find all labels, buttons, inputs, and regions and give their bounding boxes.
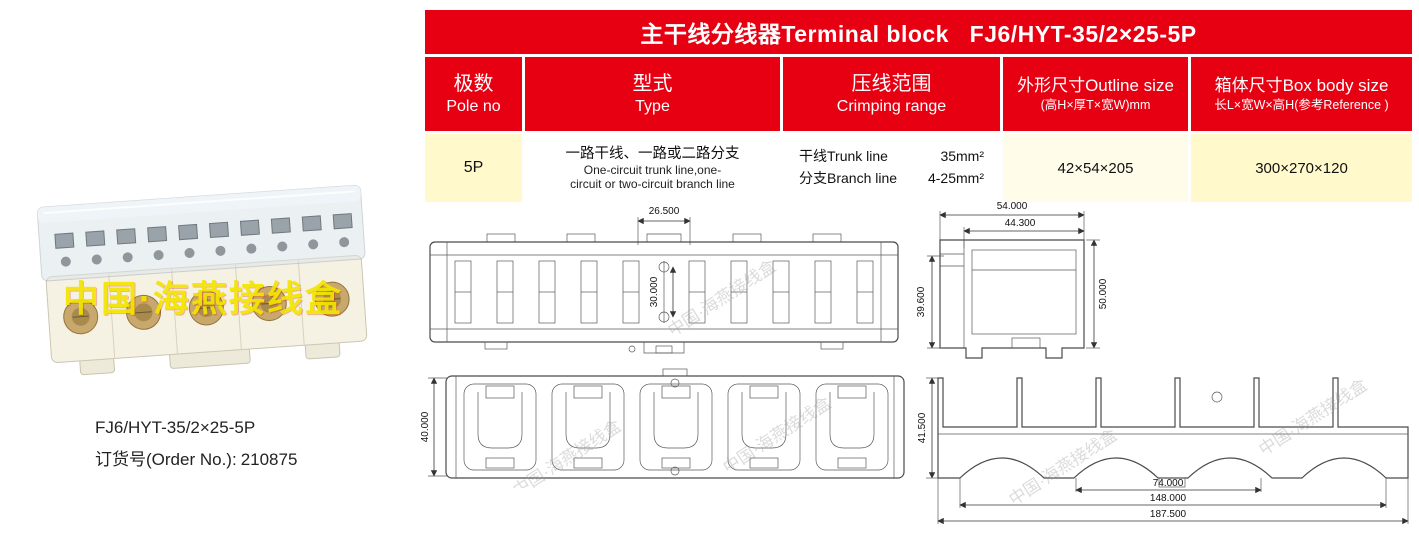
dim-side-outer-width-lines [939,211,1085,240]
photo-watermark: 中国·海燕接线盒 [63,278,343,319]
brass-screws [63,281,350,335]
col-header-pole-no: 极数 Pole no [425,57,522,131]
order-number-label: 订货号(Order No.): [95,450,237,469]
dim-top-height-lines [428,377,448,477]
col-header-crimping-zh: 压线范围 [851,72,932,95]
crimping-branch-label: 分支Branch line [799,170,898,186]
cell-type-en-line2: circuit or two-circuit branch line [570,177,735,192]
crimping-branch-line: 分支Branch line 4-25mm² [799,168,984,190]
side-view-outline [939,239,1085,359]
col-header-box-size: 箱体尺寸Box body size 长L×宽W×高H(参考Reference ) [1191,57,1412,131]
drawing-watermark: 中国·海燕接线盒 [510,416,625,488]
dim-bottom-span-mid: 148.000 [1150,493,1187,504]
col-header-box-en: 长L×宽W×高H(参考Reference ) [1214,97,1389,112]
dim-front-height: 30.000 [649,276,660,307]
terminal-clamps [54,213,353,267]
table-data-row: 5P 一路干线、一路或二路分支 One-circuit trunk line,o… [425,134,1412,202]
dim-side-outer-width: 54.000 [997,201,1028,212]
cell-type: 一路干线、一路或二路分支 One-circuit trunk line,one-… [525,134,780,202]
crimping-trunk-value: 35mm² [940,148,984,165]
col-header-outline-en: (高H×厚T×宽W)mm [1040,97,1151,112]
product-model: FJ6/HYT-35/2×25-5P [95,418,256,437]
terminal-block-body [36,184,368,376]
dim-top-height: 40.000 [420,411,431,442]
dim-side-inner-width: 44.300 [1005,218,1036,229]
front-view-center-slot [658,261,677,323]
crimping-trunk-line: 干线Trunk line 35mm² [799,146,984,168]
dim-side-left-height-lines [927,255,944,349]
dim-front-width: 26.500 [649,206,680,217]
cell-crimping-range: 干线Trunk line 35mm² 分支Branch line 4-25mm² [783,134,1000,202]
terminal-block-image [36,184,368,376]
crimping-trunk-label: 干线Trunk line [799,148,888,165]
product-photo: 中国·海燕接线盒 [15,158,395,410]
bottom-view-outline [937,377,1409,488]
dim-front-width-lines [637,217,691,245]
drawing-watermark: 中国·海燕接线盒 [665,256,780,340]
crimping-branch-value: 4-25mm² [927,170,984,186]
drawing-watermark: 中国·海燕接线盒 [1006,425,1121,509]
col-header-type-zh: 型式 [632,72,673,95]
drawing-watermark: 中国·海燕接线盒 [1256,375,1371,459]
drawing-bottom-view: 41.500 74.000 148.000 187.500 中国·海燕接线盒 中… [917,375,1409,525]
col-header-outline-size: 外形尺寸Outline size (高H×厚T×宽W)mm [1003,57,1188,131]
top-view-cells [463,383,889,471]
cell-outline-size: 42×54×205 [1003,134,1188,202]
dim-bottom-height: 41.500 [917,412,928,443]
spec-table: 主干线分线器Terminal block FJ6/HYT-35/2×25-5P … [425,10,1412,202]
dim-bottom-span-outer: 187.500 [1150,509,1187,520]
col-header-crimping-range: 压线范围 Crimping range [783,57,1000,131]
col-header-type: 型式 Type [525,57,780,131]
drawing-side-view: 54.000 44.300 39.600 50.000 [916,201,1109,359]
dim-side-inner-width-lines [963,227,1085,248]
front-view-cells [454,260,874,324]
cell-pole-no: 5P [425,134,522,202]
order-number: 订货号(Order No.):210875 [95,445,301,470]
dim-side-left-height: 39.600 [916,286,927,317]
col-header-box-zh: 箱体尺寸Box body size [1214,75,1389,95]
top-view-outline [445,368,905,479]
cell-box-size: 300×270×120 [1191,134,1412,202]
dim-side-right-height-lines [1086,239,1100,349]
table-header-row: 极数 Pole no 型式 Type 压线范围 Crimping range 外… [425,57,1412,131]
table-title: 主干线分线器Terminal block FJ6/HYT-35/2×25-5P [425,10,1412,54]
cell-type-zh: 一路干线、一路或二路分支 [565,146,740,163]
col-header-outline-zh: 外形尺寸Outline size [1017,75,1174,95]
cell-type-en-line1: One-circuit trunk line,one- [583,163,722,178]
col-header-type-en: Type [635,97,670,115]
drawing-top-view: 40.000 中国·海燕接线盒 中国·海燕接线盒 [420,368,905,488]
drawing-front-view: 26.500 30.000 [429,206,899,354]
order-number-value: 210875 [240,450,298,469]
col-header-crimping-en: Crimping range [836,97,947,115]
col-header-pole-no-zh: 极数 [453,72,494,95]
dim-side-right-height: 50.000 [1098,278,1109,309]
dim-bottom-span-inner: 74.000 [1153,478,1184,489]
front-view-outline [429,233,899,354]
dim-bottom-spans-lines [937,478,1409,525]
col-header-pole-no-en: Pole no [446,97,501,115]
